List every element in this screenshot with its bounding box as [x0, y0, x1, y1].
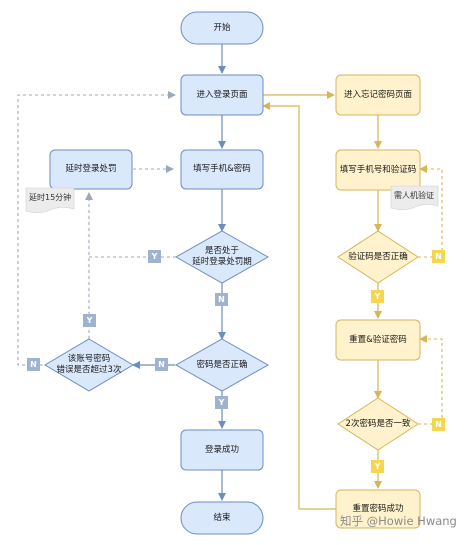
start-node [180, 11, 264, 45]
forgot-page-box [335, 74, 421, 116]
code-no-tag: N [432, 250, 445, 263]
pwd-yes-tag: Y [215, 396, 228, 409]
enter-phone-pwd-label: 填写手机&密码 [193, 164, 251, 175]
match-no-tag: N [432, 418, 445, 431]
pwd-match-diamond [337, 397, 419, 451]
edge-match-reset-no [418, 335, 443, 425]
login-success-box [180, 429, 264, 471]
reset-success-box [335, 489, 421, 529]
penalty-yes-tag: Y [148, 250, 161, 263]
penalty-no-tag: N [215, 293, 228, 306]
error-no-tag: N [27, 358, 40, 371]
match-yes-tag: Y [371, 460, 384, 473]
enter-phone-code-label: 填写手机号和验证码 [339, 164, 417, 175]
login-success-label: 登录成功 [204, 444, 239, 455]
in-penalty-diamond [174, 230, 270, 284]
delay-note: 延时15分钟 [29, 193, 72, 202]
reset-verify-box [335, 319, 421, 361]
start-label: 开始 [213, 22, 231, 33]
enter-phone-pwd-box [180, 149, 264, 190]
in-penalty-label: 是否处于 延时登录处罚期 [192, 246, 252, 267]
pwd-match-label: 2次密码是否一致 [345, 418, 411, 429]
forgot-page-label: 进入忘记密码页面 [343, 89, 412, 100]
edge-code-phone-no [418, 165, 443, 258]
captcha-note: 需人机验证 [394, 191, 434, 200]
edge-error-login [17, 91, 176, 366]
code-yes-tag: Y [371, 290, 384, 303]
code-correct-label: 验证码是否正确 [348, 251, 408, 262]
pwd-no-tag: N [155, 358, 168, 371]
error-over3-diamond [44, 338, 134, 392]
delay-note-shape [25, 187, 75, 214]
reset-success-label: 重置密码成功 [352, 503, 404, 514]
end-node [180, 501, 264, 535]
code-correct-diamond [337, 230, 419, 284]
edge-resetok-login [262, 102, 338, 510]
delay-penalty-box [49, 149, 133, 190]
error-yes-tag: Y [83, 314, 96, 327]
watermark: 知乎 @Howie Hwang [340, 514, 457, 528]
login-page-label: 进入登录页面 [196, 89, 248, 100]
login-page-box [180, 74, 264, 116]
pwd-correct-label: 密码是否正确 [196, 359, 248, 370]
pwd-correct-diamond [174, 338, 270, 392]
enter-phone-code-box [335, 149, 421, 191]
reset-verify-label: 重置&验证密码 [349, 334, 407, 345]
delay-penalty-label: 延时登录处罚 [65, 164, 117, 175]
end-label: 结束 [213, 512, 231, 523]
captcha-note-shape [390, 185, 439, 211]
error-over3-label: 该账号密码 错误是否超过3次 [56, 354, 122, 375]
